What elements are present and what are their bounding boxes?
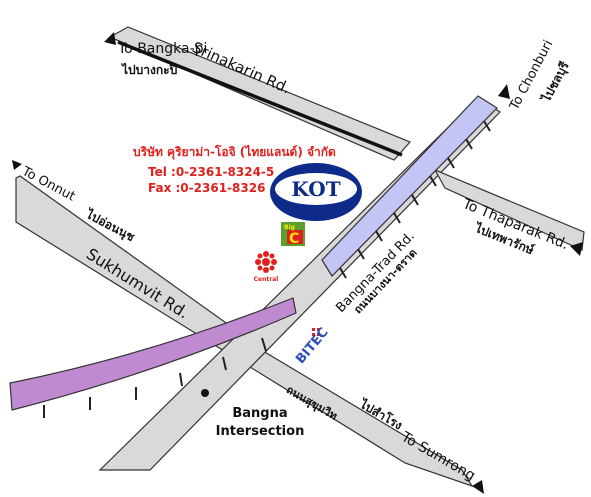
- central-label: Central: [254, 276, 279, 283]
- purple-expressway-pillars: [43, 337, 267, 418]
- bigc-logo-letter: C: [289, 231, 299, 247]
- bigc-logo-top: Big: [284, 224, 295, 231]
- blue-expressway: [321, 95, 498, 277]
- kot-logo-text: KOT: [291, 177, 340, 201]
- to-bangkapi-thai-label: ไปบางกะปิ: [122, 63, 178, 77]
- company-fax: Fax :0-2361-8326: [148, 181, 266, 195]
- company-tel: Tel :0-2361-8324-5: [148, 165, 275, 179]
- arrow-sumrong: [472, 480, 484, 494]
- bangna-intersection-label: Bangna Intersection: [215, 406, 305, 439]
- company-name-thai: บริษัท คุริยาม่า-โอจิ (ไทยแลนด์) จำกัด: [133, 145, 336, 159]
- srinakarin-centerline: [117, 40, 403, 157]
- arrow-onnut: [12, 160, 22, 170]
- arrow-thaparak: [570, 242, 583, 256]
- bigc-logo-inner: [287, 230, 303, 244]
- sukhumvit-road: [15, 175, 474, 488]
- to-bangkapi-label: To Bangka-pi: [118, 41, 208, 57]
- thaparak-road: [433, 168, 585, 251]
- central-logo: [255, 251, 277, 273]
- purple-expressway: [9, 297, 297, 411]
- arrow-bangkapi: [104, 32, 116, 45]
- bitec-icon: [312, 328, 320, 336]
- arrow-chonburi: [498, 84, 510, 99]
- blue-expressway-pillars: [339, 120, 491, 279]
- kot-logo-inner: [275, 173, 357, 205]
- intersection-dot: [201, 389, 209, 397]
